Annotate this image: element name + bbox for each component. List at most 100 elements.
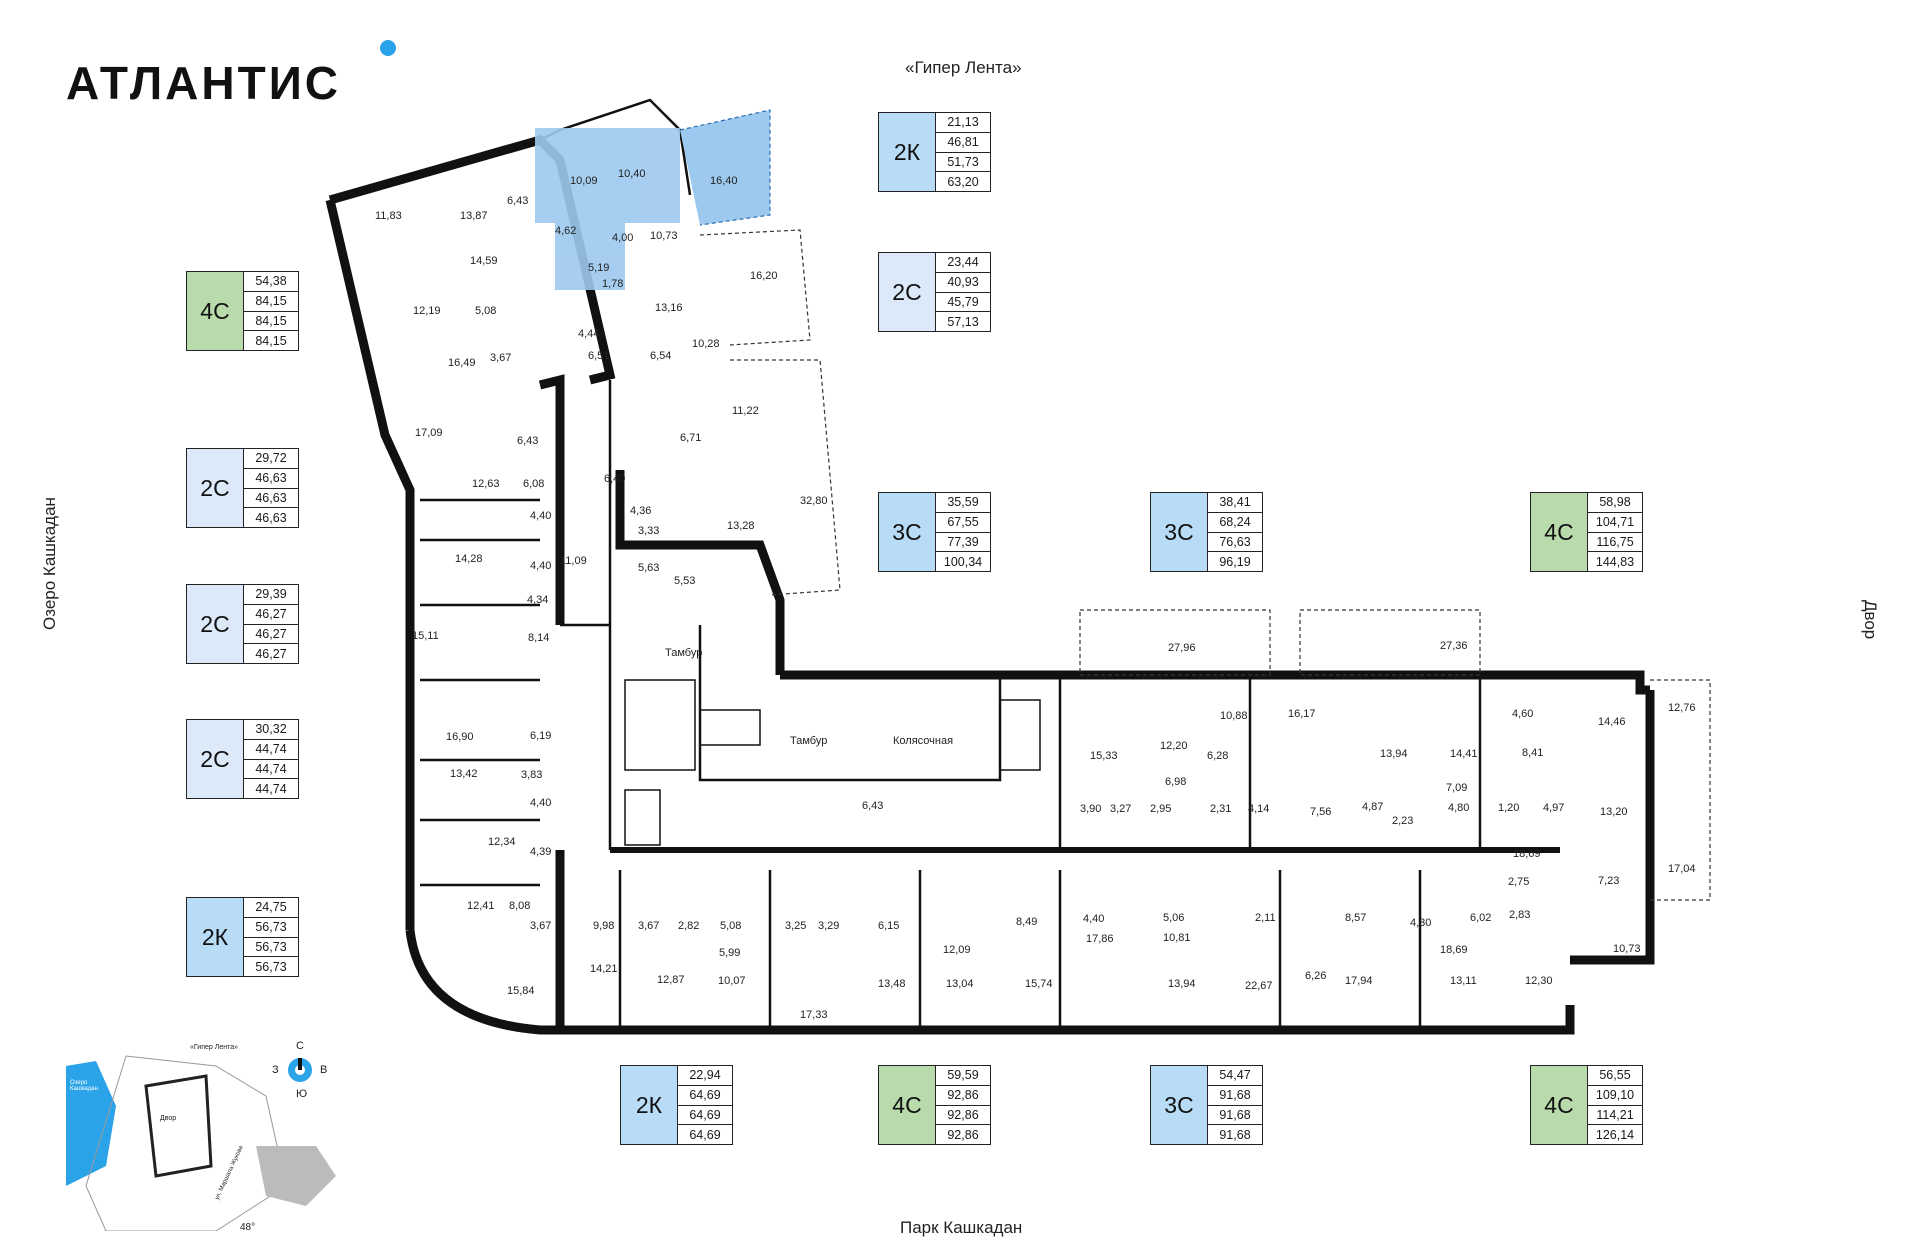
- room-area-label: 12,76: [1668, 702, 1696, 714]
- area-value: 22,94: [678, 1066, 732, 1086]
- room-area-label: 3,90: [1080, 803, 1102, 815]
- area-value: 46,81: [936, 133, 990, 153]
- room-area-label: 4,40: [530, 560, 552, 572]
- room-area-label: 6,51: [588, 350, 610, 362]
- room-area-label: 12,19: [413, 305, 441, 317]
- area-value: 29,72: [244, 449, 298, 469]
- area-value: 51,73: [936, 153, 990, 173]
- area-value: 59,59: [936, 1066, 990, 1086]
- room-area-label: 8,14: [528, 632, 550, 644]
- area-value: 100,34: [943, 554, 983, 569]
- apartment-type: 4С: [1531, 1066, 1588, 1144]
- room-area-label: 10,88: [1220, 710, 1248, 722]
- room-area-label: 17,94: [1345, 975, 1373, 987]
- room-area-label: 5,99: [719, 947, 741, 959]
- area-value: 56,55: [1588, 1066, 1642, 1086]
- room-area-label: 6,43: [507, 195, 529, 207]
- room-area-label: 13,94: [1168, 978, 1196, 990]
- room-area-label: 13,87: [460, 210, 488, 222]
- room-area-label: 14,28: [455, 553, 483, 565]
- room-area-label: 15,33: [1090, 750, 1118, 762]
- room-area-label: 4,62: [555, 225, 577, 237]
- area-value: 58,98: [1588, 493, 1642, 513]
- room-area-label: 6,08: [523, 478, 545, 490]
- apartment-type: 4С: [879, 1066, 936, 1144]
- room-area-label: 2,23: [1392, 815, 1414, 827]
- minimap-lake: Озеро Кашкадан: [70, 1080, 98, 1092]
- room-area-label: 18,69: [1513, 848, 1541, 860]
- minimap-top: «Гипер Лента»: [190, 1044, 238, 1051]
- area-value: 84,15: [255, 333, 287, 348]
- room-area-label: 16,40: [710, 175, 738, 187]
- room-area-label: 17,04: [1668, 863, 1696, 875]
- room-area-label: 10,40: [618, 168, 646, 180]
- area-value: 104,71: [1588, 513, 1642, 533]
- room-area-label: 7,56: [1310, 806, 1332, 818]
- room-area-label: 12,30: [1525, 975, 1553, 987]
- room-area-label: 2,75: [1508, 876, 1530, 888]
- compass-west: З: [272, 1064, 279, 1076]
- room-area-label: 2,31: [1210, 803, 1232, 815]
- room-area-label: 14,21: [590, 963, 618, 975]
- room-area-label: 4,40: [530, 797, 552, 809]
- room-area-label: 2,11: [1255, 912, 1276, 924]
- room-area-label: 7,23: [1598, 875, 1620, 887]
- area-value: 46,27: [244, 625, 298, 645]
- room-area-label: 8,49: [1016, 916, 1038, 928]
- room-area-label: 9,98: [593, 920, 615, 932]
- room-area-label: 16,49: [448, 357, 476, 369]
- room-area-label: 4,36: [630, 505, 652, 517]
- room-area-label: 3,33: [638, 525, 660, 537]
- room-area-label: 4,40: [1083, 913, 1105, 925]
- room-area-label: 22,67: [1245, 980, 1273, 992]
- room-area-label: 12,09: [943, 944, 971, 956]
- room-area-label: 13,11: [1450, 975, 1477, 987]
- area-value: 91,68: [1208, 1086, 1262, 1106]
- room-area-label: 18,69: [1440, 944, 1468, 956]
- room-area-label: 6,02: [1470, 912, 1492, 924]
- room-area-label: 6,28: [1207, 750, 1229, 762]
- stroller-room-label: Колясочная: [893, 735, 954, 747]
- room-area-label: 2,82: [678, 920, 700, 932]
- room-area-label: 15,74: [1025, 978, 1053, 990]
- room-area-label: 5,06: [1163, 912, 1185, 924]
- room-area-label: 10,07: [718, 975, 746, 987]
- area-value: 24,75: [244, 898, 298, 918]
- room-area-label: 8,57: [1345, 912, 1367, 924]
- room-area-label: 4,14: [1248, 803, 1270, 815]
- room-area-label: 3,83: [521, 769, 543, 781]
- room-area-label: 10,73: [1613, 943, 1641, 955]
- apartment-type: 3С: [1151, 493, 1208, 571]
- room-area-label: 6,26: [1305, 970, 1327, 982]
- room-area-label: 12,20: [1160, 740, 1188, 752]
- area-value: 23,44: [936, 253, 990, 273]
- tambur-label-2: Тамбур: [790, 735, 828, 747]
- room-area-label: 13,48: [878, 978, 906, 990]
- room-area-label: 15,84: [507, 985, 535, 997]
- apartment-type: 2С: [879, 253, 936, 331]
- area-value: 92,86: [936, 1106, 990, 1126]
- room-area-label: 4,44: [578, 328, 600, 340]
- room-area-label: 13,20: [1600, 806, 1628, 818]
- tambur-label-1: Тамбур: [665, 647, 703, 659]
- area-value: 91,68: [1219, 1127, 1251, 1142]
- room-area-label: 4,60: [1512, 708, 1534, 720]
- room-area-label: 11,83: [375, 210, 402, 222]
